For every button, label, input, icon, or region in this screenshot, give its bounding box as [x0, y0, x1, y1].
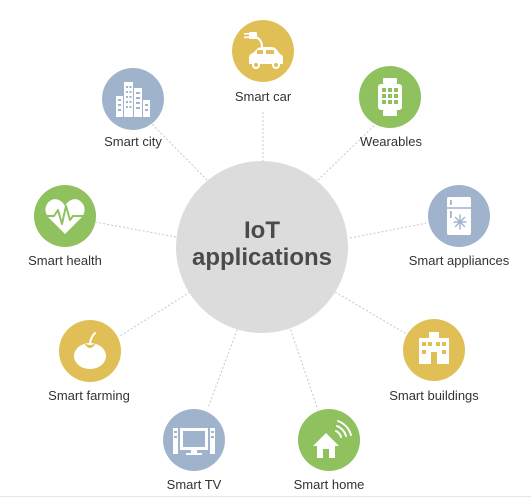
connector-smart-farming — [119, 291, 191, 337]
node-smart-city: Smart city — [102, 68, 164, 149]
connector-smart-home — [287, 321, 319, 411]
connector-wearables — [317, 124, 376, 181]
smart-home-label: Smart home — [294, 477, 365, 492]
connector-smart-buildings — [334, 291, 411, 337]
node-smart-tv: Smart TV — [163, 409, 225, 492]
hub-circle — [176, 161, 348, 333]
home-wifi-icon — [313, 420, 352, 458]
hub-title-line1: IoT — [244, 217, 280, 244]
node-smart-health: Smart health — [28, 185, 102, 268]
connector-smart-tv — [207, 321, 241, 409]
tv-icon — [173, 428, 215, 455]
city-skyline-icon — [116, 82, 150, 117]
hub-title-line2: applications — [192, 244, 332, 271]
smart-health-label: Smart health — [28, 253, 102, 268]
smart-appliances-label: Smart appliances — [409, 253, 510, 268]
connectors — [94, 110, 433, 411]
node-smart-appliances: Smart appliances — [409, 185, 510, 268]
node-smart-buildings: Smart buildings — [389, 319, 479, 403]
center-hub: IoT applications — [176, 161, 348, 333]
smartwatch-icon — [378, 78, 402, 116]
building-icon — [419, 332, 449, 364]
wearables-label: Wearables — [360, 134, 422, 149]
connector-smart-city — [149, 121, 208, 181]
refrigerator-icon — [447, 197, 471, 235]
smart-farming-label: Smart farming — [48, 388, 130, 403]
smart-city-label: Smart city — [104, 134, 162, 149]
smart-buildings-label: Smart buildings — [389, 388, 479, 403]
node-wearables: Wearables — [359, 66, 422, 149]
node-smart-home: Smart home — [294, 409, 365, 492]
bottom-divider — [0, 496, 531, 497]
heart-pulse-icon — [44, 199, 86, 234]
connector-smart-appliances — [349, 221, 433, 239]
node-smart-farming: Smart farming — [48, 320, 130, 403]
smart-car-label: Smart car — [235, 89, 292, 104]
tomato-icon — [74, 332, 106, 369]
connector-smart-health — [94, 221, 177, 238]
car-icon — [244, 32, 283, 69]
node-smart-car: Smart car — [232, 20, 294, 104]
smart-tv-label: Smart TV — [167, 477, 222, 492]
